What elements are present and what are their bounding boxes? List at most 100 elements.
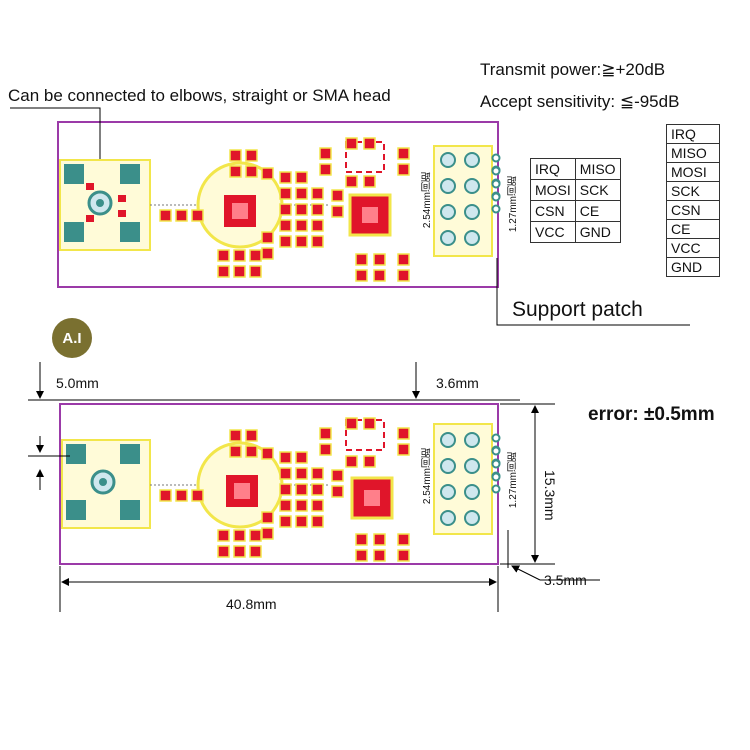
transmit-power-label: Transmit power:≧+20dB: [480, 60, 666, 79]
smd-pad: [279, 515, 292, 528]
smd-pad: [159, 489, 172, 502]
accept-sensitivity-label: Accept sensitivity: ≦-95dB: [480, 92, 680, 111]
smd-pad: [261, 231, 274, 244]
header-pin-hole: [491, 204, 501, 214]
smd-pad: [229, 149, 242, 162]
dim-height: 15.3mm: [542, 470, 558, 521]
smd-pad: [355, 549, 368, 562]
header-pin-hole: [464, 458, 480, 474]
smd-pad: [355, 253, 368, 266]
pin-list-row: GND: [666, 257, 720, 277]
smd-pad: [191, 489, 204, 502]
smd-pad: [249, 265, 262, 278]
smd-pad: [249, 529, 262, 542]
smd-pad: [345, 417, 358, 430]
smd-pad: [331, 485, 344, 498]
smd-pad: [397, 549, 410, 562]
smd-pad: [397, 163, 410, 176]
smd-pad: [261, 527, 274, 540]
smd-pad: [249, 249, 262, 262]
pin-list-cell: VCC: [666, 238, 720, 258]
smd-pad: [345, 137, 358, 150]
header-pin-hole: [464, 510, 480, 526]
header-pin-hole: [491, 484, 501, 494]
smd-pad: [397, 427, 410, 440]
logo-text: A.I: [62, 329, 82, 347]
header-pin-hole: [464, 484, 480, 500]
smd-pad: [295, 187, 308, 200]
bottom-board: [59, 403, 499, 565]
smd-pad: [311, 467, 324, 480]
smd-pad: [233, 265, 246, 278]
smd-pad: [363, 137, 376, 150]
smd-pad: [363, 455, 376, 468]
smd-pad: [397, 147, 410, 160]
smd-pad: [397, 269, 410, 282]
pin-list-row: CSN: [666, 200, 720, 220]
smd-pad: [373, 533, 386, 546]
smd-pad: [159, 209, 172, 222]
smd-pad: [295, 219, 308, 232]
header-pin-hole: [464, 204, 480, 220]
dim-width: 40.8mm: [226, 596, 277, 612]
smd-pad: [331, 205, 344, 218]
smd-pad: [217, 545, 230, 558]
pin-table-cell: VCC: [530, 221, 576, 243]
smd-pad: [295, 515, 308, 528]
pin-list-row: CE: [666, 219, 720, 239]
header-pin-hole: [491, 433, 501, 443]
smd-pad: [217, 265, 230, 278]
smd-pad: [229, 445, 242, 458]
smd-pad: [319, 443, 332, 456]
dim-top-offset-right: 3.6mm: [436, 375, 479, 391]
smd-pad: [279, 171, 292, 184]
smd-pad: [279, 235, 292, 248]
dim-top-offset-left: 5.0mm: [56, 375, 99, 391]
smd-pad: [319, 163, 332, 176]
pin-table-cell: GND: [574, 221, 621, 243]
smd-pad: [279, 467, 292, 480]
header-pin-hole: [464, 152, 480, 168]
smd-pad: [245, 429, 258, 442]
smd-pad: [331, 189, 344, 202]
header-pin-hole: [491, 166, 501, 176]
pin-list-row: SCK: [666, 181, 720, 201]
smd-pad: [279, 187, 292, 200]
smd-pad: [295, 499, 308, 512]
header-pin-hole: [440, 484, 456, 500]
smd-pad: [311, 499, 324, 512]
header-pin-hole: [440, 178, 456, 194]
smd-pad: [245, 149, 258, 162]
pin-list-row: MISO: [666, 143, 720, 163]
smd-pad: [345, 455, 358, 468]
smd-pad: [261, 447, 274, 460]
header-pin-hole: [440, 458, 456, 474]
smd-pad: [233, 249, 246, 262]
smd-pad: [363, 175, 376, 188]
pin-table-cell: MOSI: [530, 179, 576, 201]
smd-pad: [175, 489, 188, 502]
smd-pad: [295, 451, 308, 464]
smd-pad: [229, 429, 242, 442]
smd-pad: [261, 247, 274, 260]
smd-pad: [331, 469, 344, 482]
smd-pad: [279, 219, 292, 232]
pin-list-row: VCC: [666, 238, 720, 258]
header-pin-hole: [491, 153, 501, 163]
header-pin-hole: [464, 230, 480, 246]
pin-table-cell: CE: [574, 200, 621, 222]
smd-pad: [295, 203, 308, 216]
smd-pad: [373, 549, 386, 562]
smd-pad: [249, 545, 262, 558]
smd-pad: [217, 249, 230, 262]
smd-pad: [279, 499, 292, 512]
sma-connector-footprint-bottom: [61, 439, 151, 529]
pin-table-cell: MISO: [574, 158, 621, 180]
smd-pad: [279, 483, 292, 496]
pitch-127-label-bottom: 1.27mm间距: [508, 452, 519, 509]
